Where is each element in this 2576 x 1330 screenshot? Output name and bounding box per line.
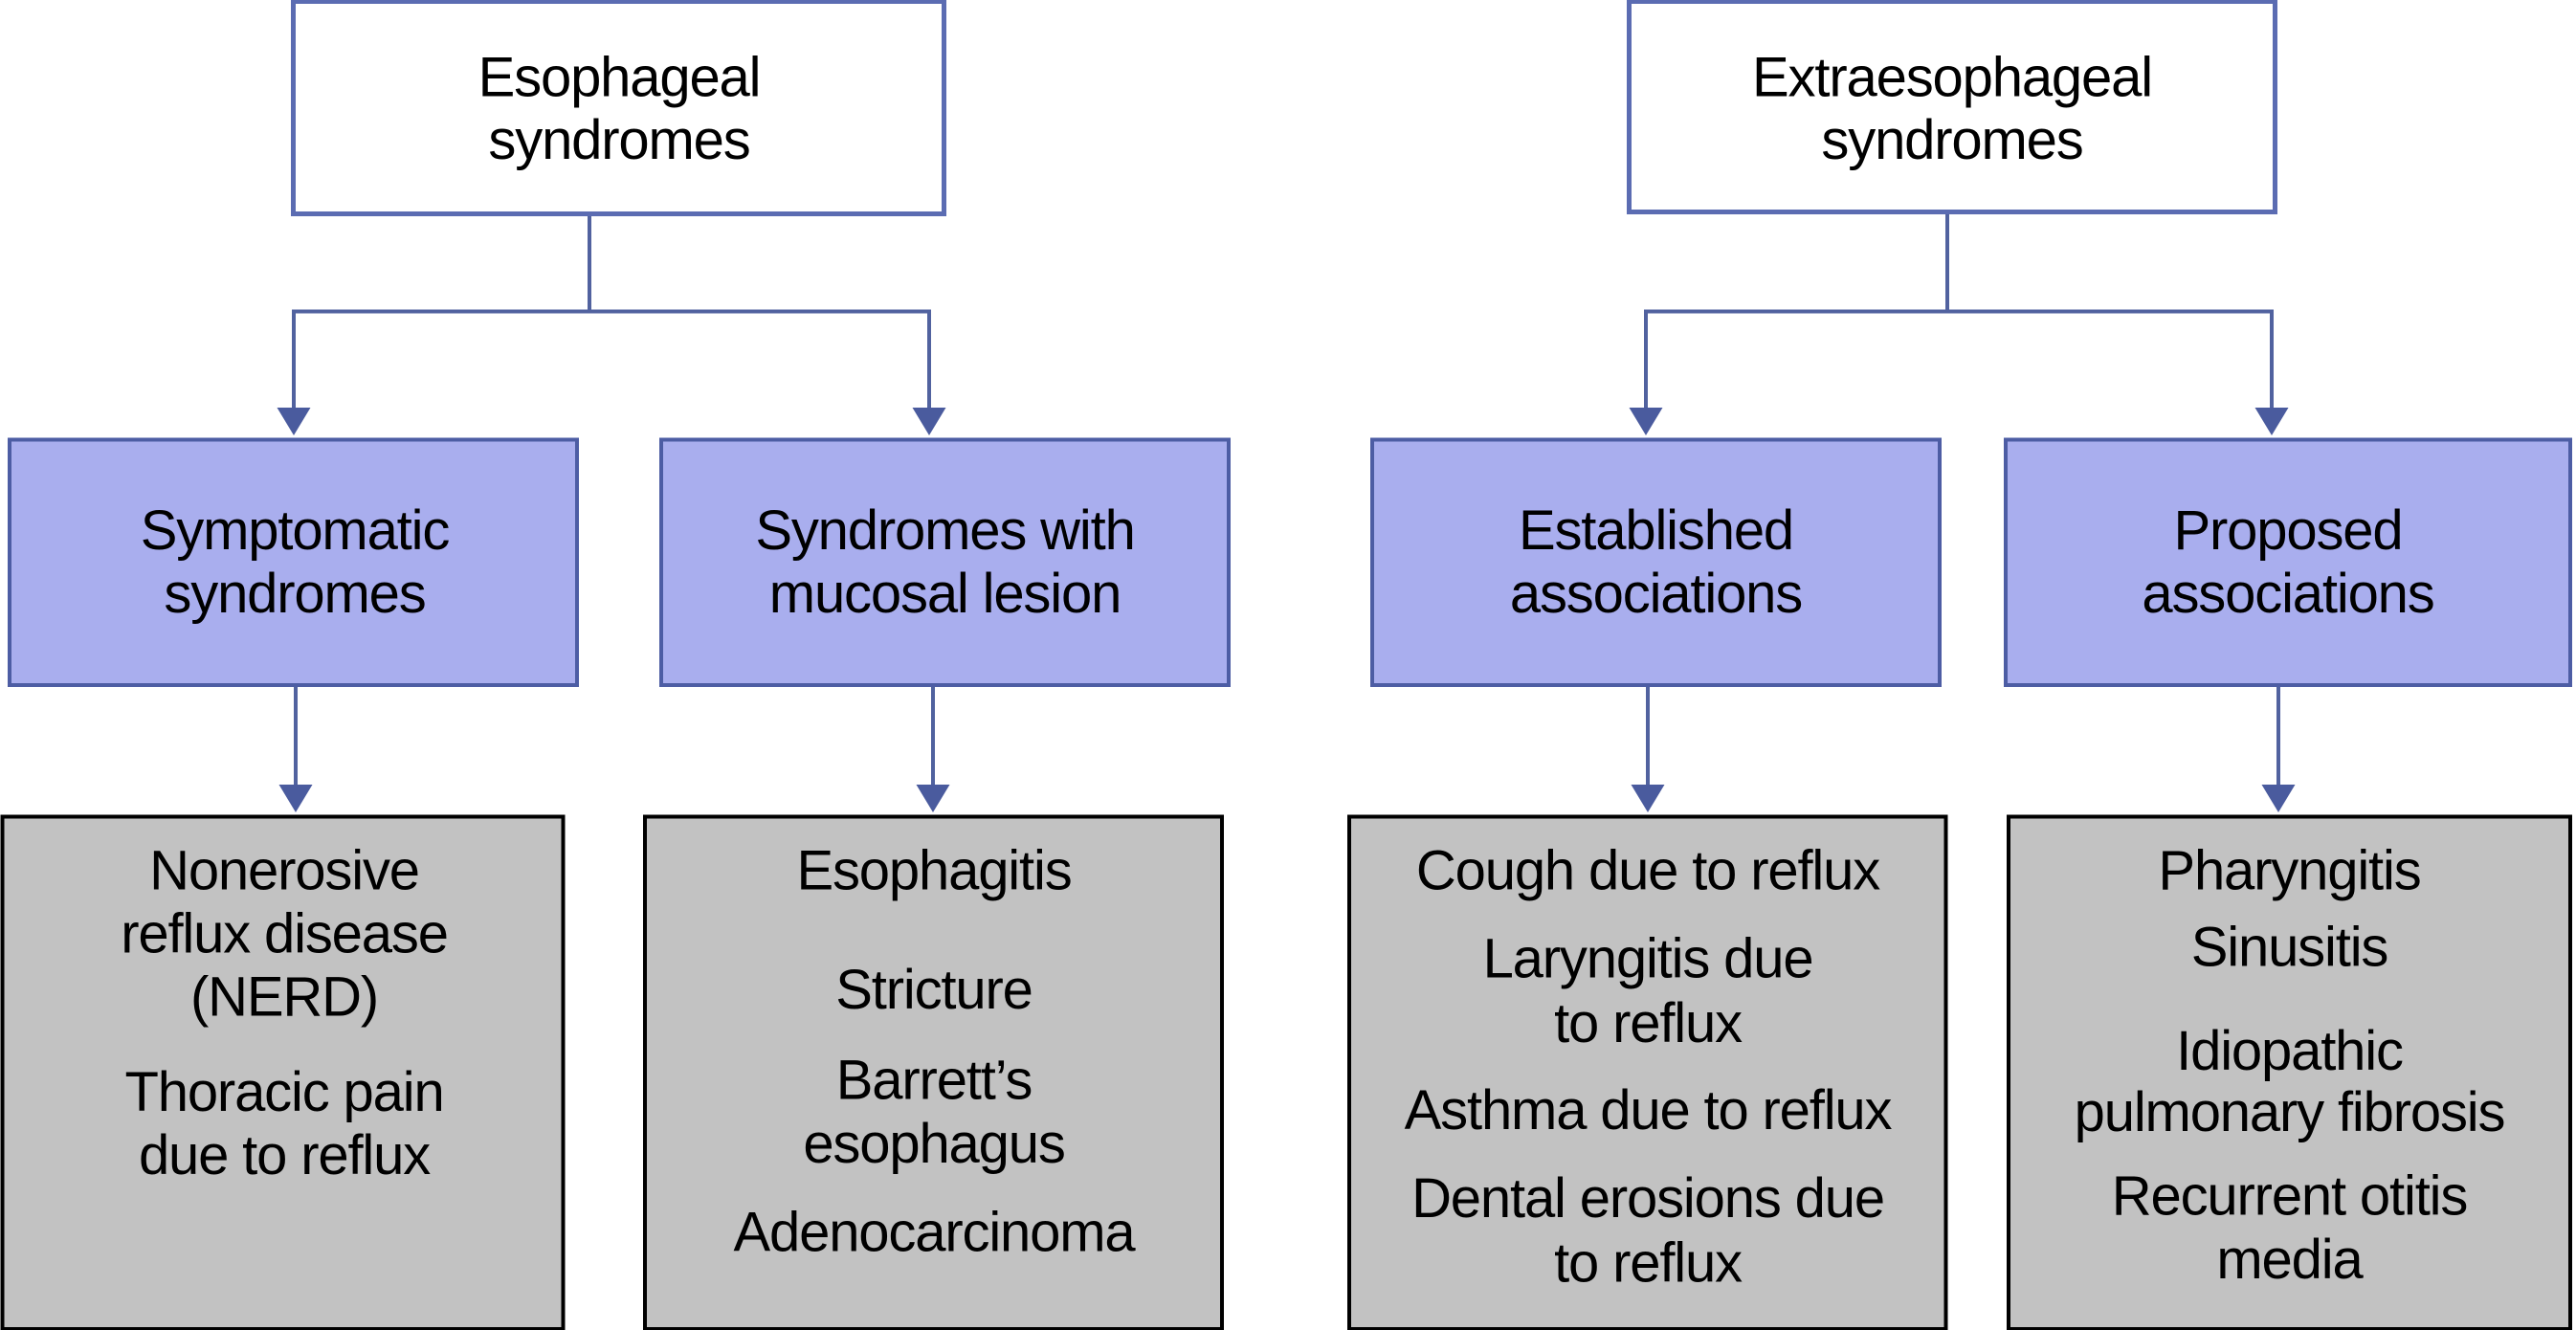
svg-text:Proposed: Proposed xyxy=(2173,499,2402,562)
svg-text:syndromes: syndromes xyxy=(488,109,749,171)
svg-text:syndromes: syndromes xyxy=(164,563,425,625)
svg-text:Thoracic pain: Thoracic pain xyxy=(124,1061,443,1123)
svg-text:to reflux: to reflux xyxy=(1554,992,1743,1054)
svg-text:associations: associations xyxy=(1510,563,1802,625)
svg-text:Established: Established xyxy=(1519,499,1793,562)
svg-text:Barrett’s: Barrett’s xyxy=(836,1050,1032,1112)
svg-text:Dental erosions due: Dental erosions due xyxy=(1411,1167,1884,1230)
svg-text:Laryngitis due: Laryngitis due xyxy=(1483,928,1813,990)
svg-text:pulmonary fibrosis: pulmonary fibrosis xyxy=(2075,1081,2505,1143)
svg-text:esophagus: esophagus xyxy=(803,1113,1064,1175)
svg-text:syndromes: syndromes xyxy=(1821,109,2082,171)
svg-text:(NERD): (NERD) xyxy=(190,966,378,1029)
svg-text:Idiopathic: Idiopathic xyxy=(2176,1020,2403,1082)
svg-text:to reflux: to reflux xyxy=(1554,1232,1743,1295)
svg-text:Symptomatic: Symptomatic xyxy=(141,499,450,562)
svg-text:Adenocarcinoma: Adenocarcinoma xyxy=(733,1202,1136,1264)
svg-text:Extraesophageal: Extraesophageal xyxy=(1752,47,2152,109)
svg-text:media: media xyxy=(2216,1229,2364,1291)
svg-text:Cough due to reflux: Cough due to reflux xyxy=(1416,840,1880,902)
svg-text:Esophageal: Esophageal xyxy=(478,47,761,109)
svg-text:Nonerosive: Nonerosive xyxy=(149,840,419,902)
svg-text:Syndromes with: Syndromes with xyxy=(755,499,1134,562)
svg-text:Esophagitis: Esophagitis xyxy=(796,840,1071,902)
svg-text:mucosal lesion: mucosal lesion xyxy=(769,563,1121,625)
svg-text:Asthma due to reflux: Asthma due to reflux xyxy=(1405,1079,1893,1142)
svg-text:associations: associations xyxy=(2142,563,2433,625)
svg-text:Stricture: Stricture xyxy=(835,959,1033,1021)
svg-text:Sinusitis: Sinusitis xyxy=(2191,917,2388,979)
svg-text:Pharyngitis: Pharyngitis xyxy=(2158,840,2420,902)
svg-text:due to reflux: due to reflux xyxy=(139,1124,431,1186)
svg-text:Recurrent otitis: Recurrent otitis xyxy=(2112,1165,2467,1228)
svg-text:reflux disease: reflux disease xyxy=(121,903,448,965)
